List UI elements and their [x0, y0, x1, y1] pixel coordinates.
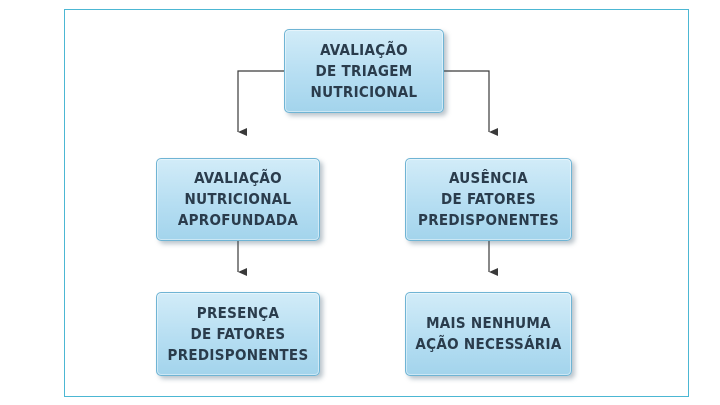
arrow-root-to-deep-assessment [237, 70, 284, 136]
node-nutritional-screening: AVALIAÇÃO DE TRIAGEM NUTRICIONAL [284, 29, 444, 113]
node-presence-of-predisposing-factors: PRESENÇA DE FATORES PREDISPONENTES [156, 292, 320, 376]
arrow-root-to-absence [444, 70, 498, 136]
node-in-depth-nutritional-assessment: AVALIAÇÃO NUTRICIONAL APROFUNDADA [156, 158, 320, 241]
node-no-further-action-needed: MAIS NENHUMA AÇÃO NECESSÁRIA [405, 292, 572, 376]
node-absence-of-predisposing-factors: AUSÊNCIA DE FATORES PREDISPONENTES [405, 158, 572, 241]
